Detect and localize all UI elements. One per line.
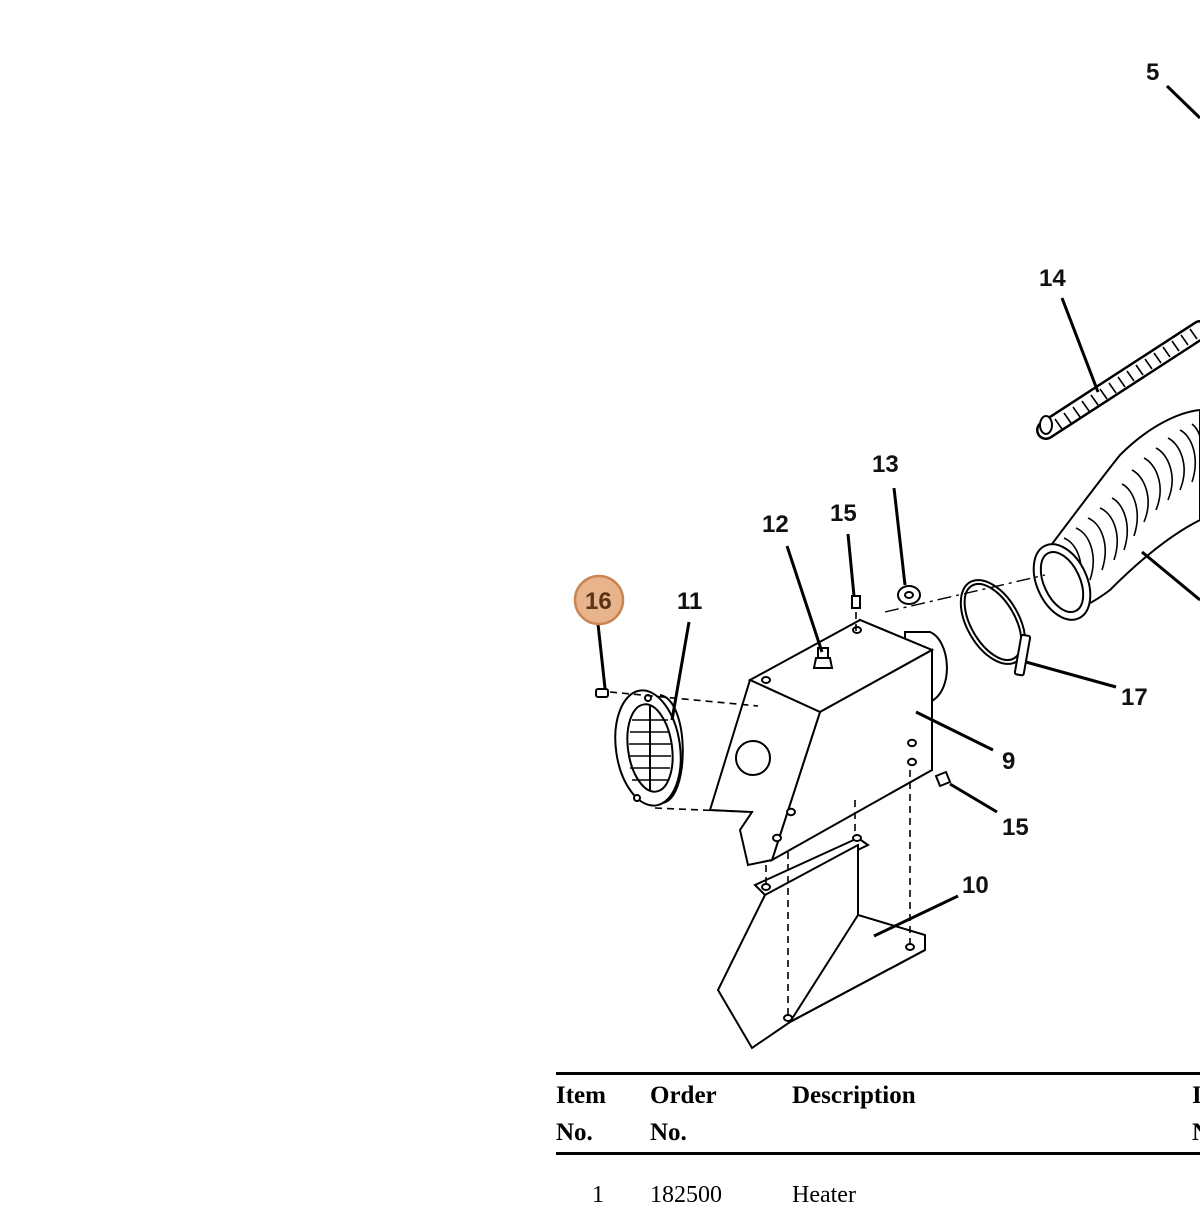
callout-15-upper: 15 <box>830 500 857 527</box>
callout-10: 10 <box>962 872 989 899</box>
callout-17: 17 <box>1121 684 1148 711</box>
header-cut-line1: I <box>1192 1082 1200 1109</box>
callout-15-lower: 15 <box>1002 814 1029 841</box>
callout-16-highlight <box>573 574 625 626</box>
callout-11: 11 <box>677 588 702 615</box>
axis-line <box>884 574 1046 613</box>
table-rule-header <box>556 1152 1200 1155</box>
callout-9: 9 <box>1002 748 1015 775</box>
header-item-line1: Item <box>556 1082 606 1109</box>
header-description: Description <box>792 1082 916 1109</box>
header-cut-line2: N <box>1192 1119 1200 1147</box>
part-13-washer <box>897 585 921 605</box>
header-item-line2: No. <box>556 1119 593 1146</box>
leader-lines <box>596 84 1200 938</box>
table-row-description: Heater <box>792 1182 856 1208</box>
callout-12: 12 <box>762 511 789 538</box>
table-row-item: 1 <box>592 1182 604 1208</box>
part-17-hose-clamp <box>959 579 1032 677</box>
part-11-vent-grille <box>614 689 684 807</box>
callout-5: 5 <box>1146 59 1159 86</box>
part-9-heater-box <box>708 595 952 867</box>
callout-13: 13 <box>872 451 899 478</box>
part-16-screw <box>595 688 609 698</box>
callout-14: 14 <box>1039 265 1066 292</box>
callout-16: 16 <box>585 588 612 615</box>
part-10-mounting-bracket <box>716 834 926 1050</box>
part-flex-duct <box>1032 408 1200 621</box>
part-14-spring-hose <box>1036 320 1200 440</box>
table-rule-top <box>556 1072 1200 1075</box>
table-row-order: 182500 <box>650 1182 722 1208</box>
header-order-line1: Order <box>650 1082 717 1109</box>
assembly-dashed-lines <box>609 612 911 1015</box>
header-order-line2: No. <box>650 1119 687 1146</box>
